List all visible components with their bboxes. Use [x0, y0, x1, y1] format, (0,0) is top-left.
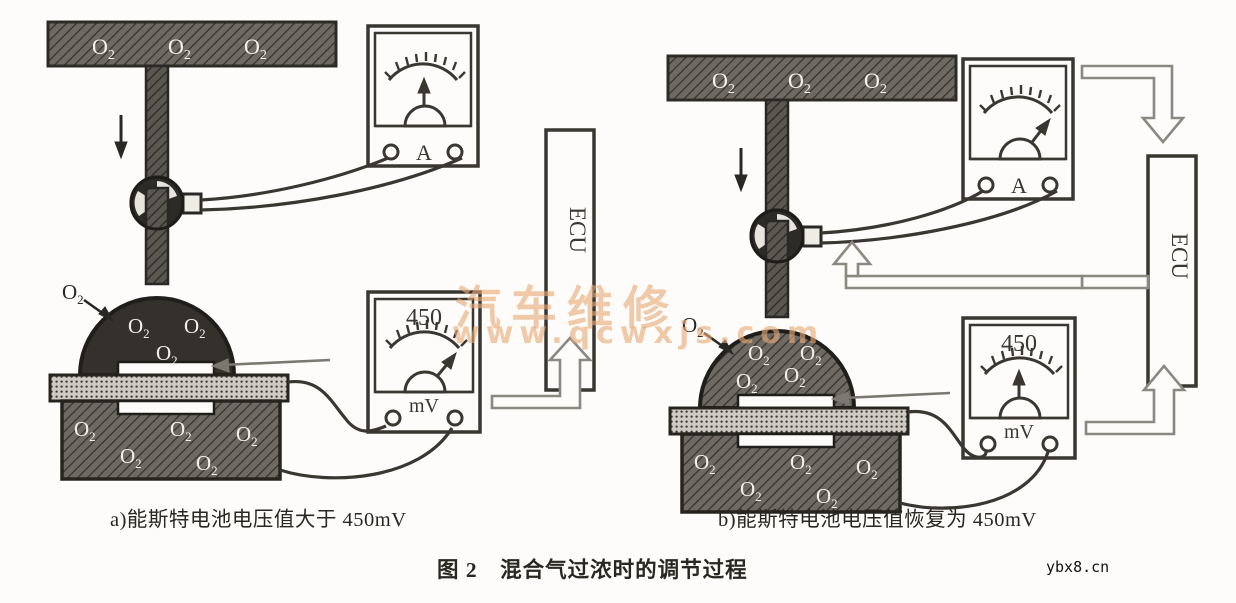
panel-b-outside-o2-label: O2 [682, 313, 704, 340]
panel-b-caption: b)能斯特电池电压值恢复为 450mV [718, 509, 1037, 531]
panel-a-ammeter-unit: A [416, 140, 432, 165]
panel-a-outside-o2-arrow-icon [83, 298, 115, 323]
panel-a [46, 20, 596, 481]
panel-b-ammeter [961, 57, 1075, 201]
site-watermark: ybx8.cn [1046, 558, 1110, 576]
panel-a-exhaust-bar [46, 20, 338, 68]
panel-a-outside-o2-label: O2 [62, 280, 84, 307]
panel-a-pump-to-sensor-arrow-icon [210, 358, 331, 373]
panel-a-flow-down-arrow-icon [114, 115, 128, 160]
panel-b-voltmeter [961, 316, 1077, 460]
panel-a-shaft [144, 64, 170, 190]
panel-b-outside-o2-arrow-icon [703, 331, 735, 356]
svg-text:O2: O2 [682, 313, 704, 340]
panel-b-flow-down-arrow-icon [734, 148, 748, 193]
panel-b-feedback-line-to-pump [831, 239, 1084, 290]
panel-b-electrolyte-plate [668, 406, 910, 436]
panel-a-ammeter-wires [200, 156, 463, 212]
panel-a-voltmeter-wires [279, 379, 454, 480]
panel-b-ecu [1146, 154, 1198, 388]
panel-b-ecu-label: ECU [1167, 233, 1192, 279]
panel-a-voltmeter [366, 290, 482, 434]
panel-a-voltmeter-unit: mV [409, 395, 440, 417]
panel-a-sensor-dome [77, 296, 237, 377]
panel-b-reference-chamber [680, 432, 902, 514]
panel-b-sensor-dome [697, 329, 857, 410]
panel-b [666, 54, 1198, 514]
panel-b-exhaust-bar [666, 54, 958, 102]
panel-a-voltmeter-scale: 450 [406, 305, 442, 331]
panel-b-ammeter-unit: A [1011, 173, 1027, 198]
panel-b-dome-o2-labels: O2 O2 O2 O2 [736, 341, 822, 396]
panel-b-voltmeter-to-ecu-up-arrow-icon [1084, 363, 1187, 436]
panel-a-caption: a)能斯特电池电压值大于 450mV [110, 509, 407, 531]
panel-b-ecu-to-pump-left-line [1080, 274, 1150, 290]
svg-text:O2: O2 [62, 280, 84, 307]
panel-a-reference-chamber [60, 399, 282, 481]
panel-b-shaft [764, 98, 790, 224]
panel-a-ammeter [366, 24, 480, 168]
panel-a-electrolyte-plate [48, 373, 290, 403]
panel-b-ammeter-to-ecu-down-arrow-icon [1080, 64, 1186, 145]
panel-b-voltmeter-unit: mV [1004, 421, 1035, 443]
figure-caption: 图 2 混合气过浓时的调节过程 [437, 558, 748, 582]
panel-a-ecu-label: ECU [565, 207, 590, 253]
panel-b-voltmeter-scale: 450 [1001, 331, 1037, 357]
panel-a-voltmeter-to-ecu-arrow-icon [490, 336, 593, 410]
panel-b-pump-to-sensor-arrow-icon [830, 391, 951, 406]
panel-b-voltmeter-wires [899, 409, 1050, 510]
